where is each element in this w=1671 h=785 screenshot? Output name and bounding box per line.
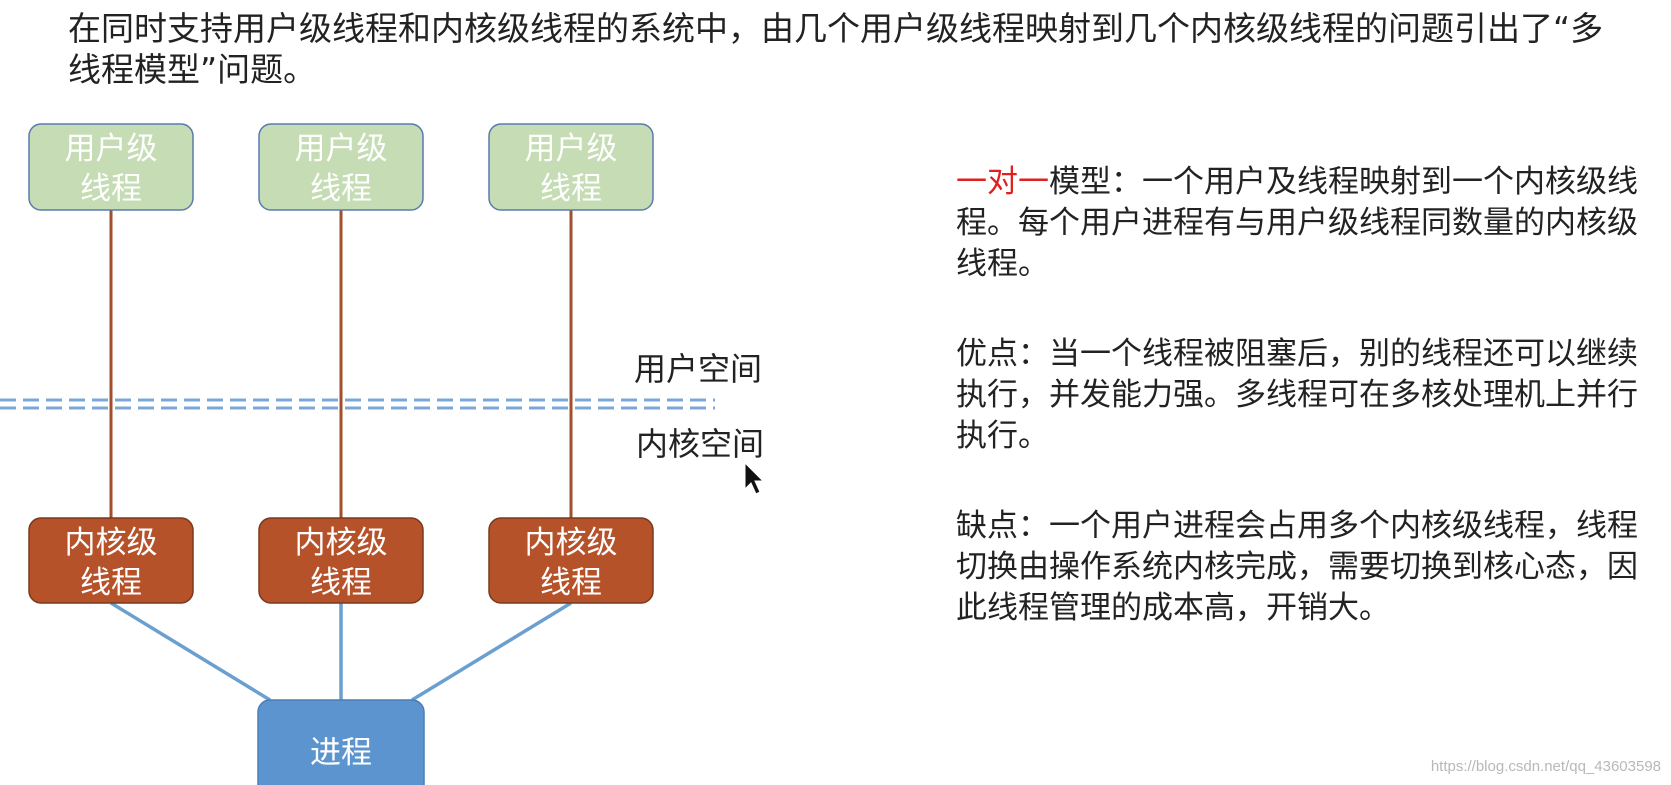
kernel-thread-box-1: 内核级 线程 [28,517,194,604]
kernel-thread-label-line2: 线程 [310,565,372,601]
model-disadvantages: 缺点：一个用户进程会占用多个内核级线程，线程切换由操作系统内核完成，需要切换到核… [956,508,1638,626]
mouse-cursor-icon [744,461,765,495]
kernel-space-label: 内核空间 [636,425,764,463]
model-definition-text: 模型：一个用户及线程映射到一个内核级线程。每个用户进程有与用户级线程同数量的内核… [956,164,1638,282]
kernel-thread-label-line1: 内核级 [65,525,158,561]
kernel-thread-label-line1: 内核级 [295,525,388,561]
user-thread-box-2: 用户级 线程 [258,123,424,211]
process-line-3 [411,601,572,702]
kernel-thread-label-line1: 内核级 [525,525,618,561]
model-name: 一对一 [956,164,1049,200]
user-thread-label-line1: 用户级 [295,131,388,167]
kernel-thread-label-line2: 线程 [80,565,142,601]
intro-text: 在同时支持用户级线程和内核级线程的系统中，由几个用户级线程映射到几个内核级线程的… [68,9,1604,89]
model-definition: 一对一模型：一个用户及线程映射到一个内核级线程。每个用户进程有与用户级线程同数量… [956,162,1656,285]
space-divider [0,398,715,410]
user-thread-label-line1: 用户级 [65,131,158,167]
process-box: 进程 [257,699,425,785]
kernel-thread-label-line2: 线程 [540,565,602,601]
process-line-1 [110,601,271,702]
user-thread-box-1: 用户级 线程 [28,123,194,211]
user-thread-label-line1: 用户级 [525,131,618,167]
user-thread-box-3: 用户级 线程 [488,123,654,211]
watermark: https://blog.csdn.net/qq_43603598 [1430,758,1661,775]
one-to-one-model-diagram: 用户级 线程 用户级 线程 用户级 线程 内核级 线程 内核级 线程 内核级 线… [0,123,765,785]
model-advantages: 优点：当一个线程被阻塞后，别的线程还可以继续执行，并发能力强。多线程可在多核处理… [956,336,1638,454]
user-space-label: 用户空间 [634,350,762,388]
user-thread-label-line2: 线程 [540,171,602,207]
user-thread-label-line2: 线程 [310,171,372,207]
process-label: 进程 [310,735,372,771]
kernel-thread-box-2: 内核级 线程 [258,517,424,604]
kernel-thread-box-3: 内核级 线程 [488,517,654,604]
user-thread-label-line2: 线程 [80,171,142,207]
